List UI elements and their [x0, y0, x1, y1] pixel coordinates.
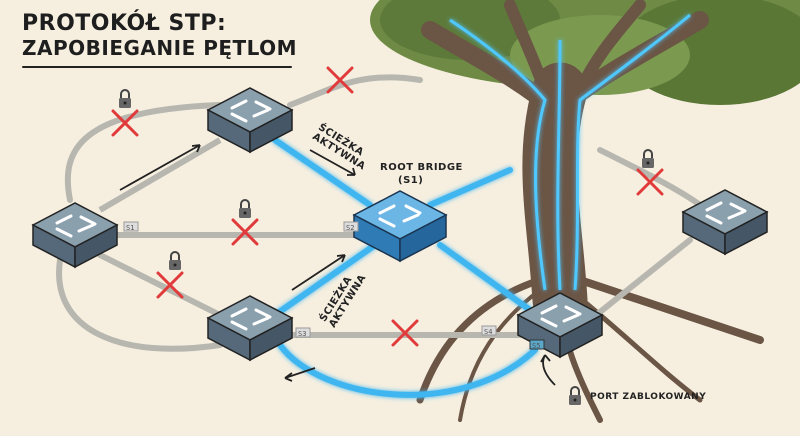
- port-label: S4: [484, 328, 492, 336]
- root-bridge-id: (S1): [398, 175, 424, 186]
- root-bridge-label: ROOT BRIDGE: [380, 162, 463, 173]
- title-line-1: PROTOKÓŁ STP:: [22, 11, 227, 36]
- lock-icon: [641, 149, 655, 169]
- direction-arrows: [119, 144, 556, 386]
- port-label: S3: [298, 330, 306, 338]
- port-label: S2: [346, 224, 354, 232]
- lock-icon: [168, 251, 182, 271]
- title-underline: [22, 66, 292, 68]
- page-title: PROTOKÓŁ STP: ZAPOBIEGANIE PĘTLOM: [22, 11, 298, 61]
- port-label: S1: [126, 224, 134, 232]
- inactive-links: [56, 74, 703, 352]
- lock-icon: [238, 199, 252, 219]
- lock-icon: [118, 89, 132, 109]
- port-label: S5: [532, 342, 540, 350]
- tree-glow-veins: [449, 13, 691, 291]
- title-line-2: ZAPOBIEGANIE PĘTLOM: [22, 36, 298, 60]
- blocked-port-legend: PORT ZABLOKOWANY: [590, 392, 707, 402]
- active-links: [272, 137, 538, 398]
- inactive-link-left-top: [98, 137, 222, 213]
- port-tags: S1 S2 S3 S4 S5: [123, 221, 545, 350]
- switch-bottom[interactable]: [206, 294, 294, 362]
- lock-icon: [568, 386, 582, 406]
